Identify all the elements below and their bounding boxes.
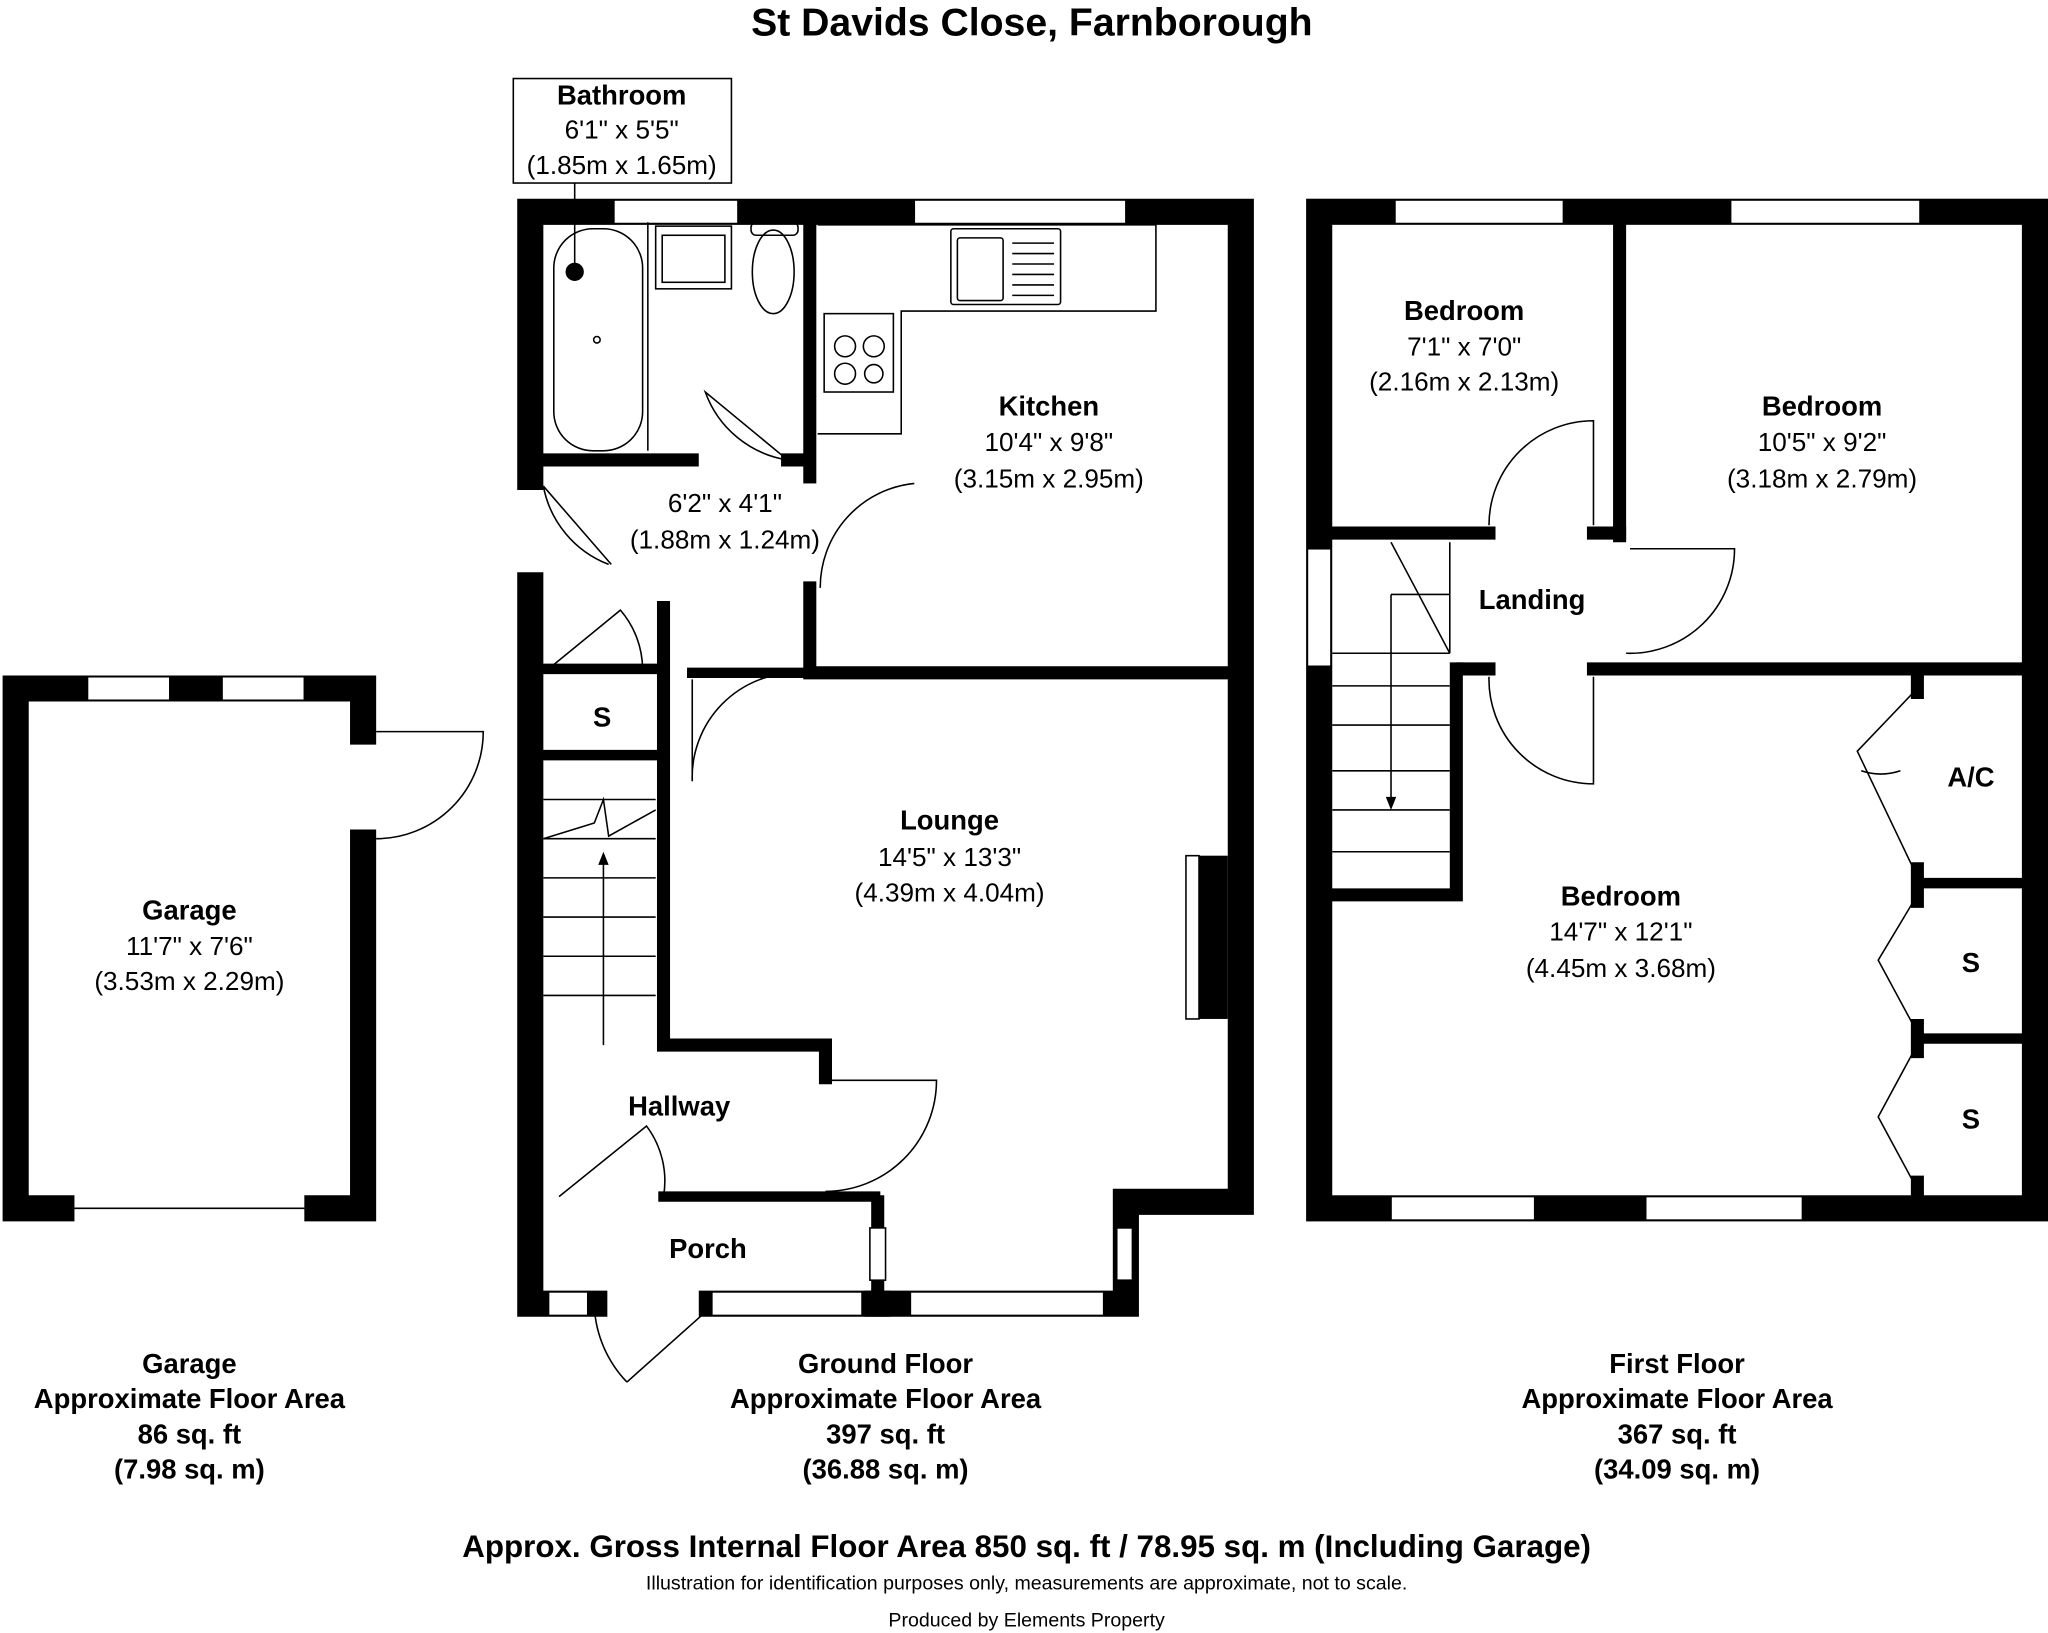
area-sqft: 86 sq. ft: [138, 1418, 242, 1449]
area-summary-garage: Garage Approximate Floor Area 86 sq. ft …: [34, 1348, 346, 1485]
room-dims-bedroom-3: 10'5" x 9'2": [1758, 427, 1887, 457]
room-dims-bedroom-1: 14'7" x 12'1": [1549, 917, 1692, 947]
room-name-garage: Garage: [142, 895, 236, 926]
room-metric-garage: (3.53m x 2.29m): [94, 966, 284, 996]
room-dims-lounge: 14'5" x 13'3": [878, 842, 1021, 872]
area-caption: Approximate Floor Area: [730, 1383, 1042, 1414]
page-title: St Davids Close, Farnborough: [751, 1, 1313, 44]
store-label: S: [1962, 1104, 1980, 1135]
room-metric-lounge: (4.39m x 4.04m): [855, 877, 1045, 907]
room-name-bedroom-2: Bedroom: [1404, 295, 1524, 326]
room-metric-bedroom-1: (4.45m x 3.68m): [1526, 953, 1716, 983]
area-summary-ground: Ground Floor Approximate Floor Area 397 …: [730, 1348, 1042, 1485]
room-metric-kitchen: (3.15m x 2.95m): [954, 463, 1144, 493]
ground-floor-plan: Bathroom 6'1" x 5'5" (1.85m x 1.65m) Kit…: [512, 77, 1254, 1383]
garage-plan: Garage 11'7" x 7'6" (3.53m x 2.29m): [2, 675, 485, 1222]
staircase: [543, 796, 657, 1046]
disclaimer: Illustration for identification purposes…: [646, 1573, 1407, 1595]
porch-label: Porch: [669, 1233, 747, 1264]
room-name-lounge: Lounge: [900, 805, 999, 836]
hallway-label: Hallway: [628, 1091, 731, 1122]
area-sqm: (34.09 sq. m): [1594, 1454, 1760, 1485]
producer-credit: Produced by Elements Property: [888, 1609, 1165, 1631]
area-caption: Approximate Floor Area: [1521, 1383, 1833, 1414]
airing-cupboard-label: A/C: [1947, 761, 1994, 792]
room-dims-kitchen: 10'4" x 9'8": [984, 427, 1113, 457]
room-name-bedroom-3: Bedroom: [1762, 391, 1882, 422]
area-sqft: 397 sq. ft: [826, 1418, 945, 1449]
room-dims-bathroom: 6'1" x 5'5": [565, 115, 679, 145]
room-dims-lobby: 6'2" x 4'1": [668, 488, 782, 518]
area-sqm: (7.98 sq. m): [114, 1454, 265, 1485]
room-name-bathroom: Bathroom: [557, 80, 686, 111]
landing-label: Landing: [1479, 584, 1586, 615]
store-label: S: [1962, 947, 1980, 978]
staircase: [1332, 541, 1451, 853]
area-caption: Approximate Floor Area: [34, 1383, 346, 1414]
first-floor-plan: Bedroom 7'1" x 7'0" (2.16m x 2.13m) Bedr…: [1306, 198, 2048, 1222]
area-floor-name: Garage: [142, 1348, 236, 1379]
room-metric-bedroom-2: (2.16m x 2.13m): [1369, 367, 1559, 397]
room-dims-garage: 11'7" x 7'6": [126, 931, 253, 961]
area-sqm: (36.88 sq. m): [803, 1454, 969, 1485]
bathroom-fixtures: [553, 221, 799, 452]
room-metric-bathroom: (1.85m x 1.65m): [527, 150, 717, 180]
area-floor-name: Ground Floor: [798, 1348, 973, 1379]
store-label: S: [593, 701, 611, 732]
room-metric-bedroom-3: (3.18m x 2.79m): [1727, 463, 1917, 493]
room-metric-lobby: (1.88m x 1.24m): [630, 525, 820, 555]
room-dims-bedroom-2: 7'1" x 7'0": [1407, 331, 1521, 361]
area-summary-first: First Floor Approximate Floor Area 367 s…: [1521, 1348, 1833, 1485]
room-name-bedroom-1: Bedroom: [1561, 880, 1681, 911]
area-floor-name: First Floor: [1609, 1348, 1745, 1379]
room-name-kitchen: Kitchen: [999, 391, 1100, 422]
kitchen-fixtures: [817, 224, 1157, 435]
gross-area: Approx. Gross Internal Floor Area 850 sq…: [462, 1529, 1591, 1564]
area-sqft: 367 sq. ft: [1618, 1418, 1737, 1449]
